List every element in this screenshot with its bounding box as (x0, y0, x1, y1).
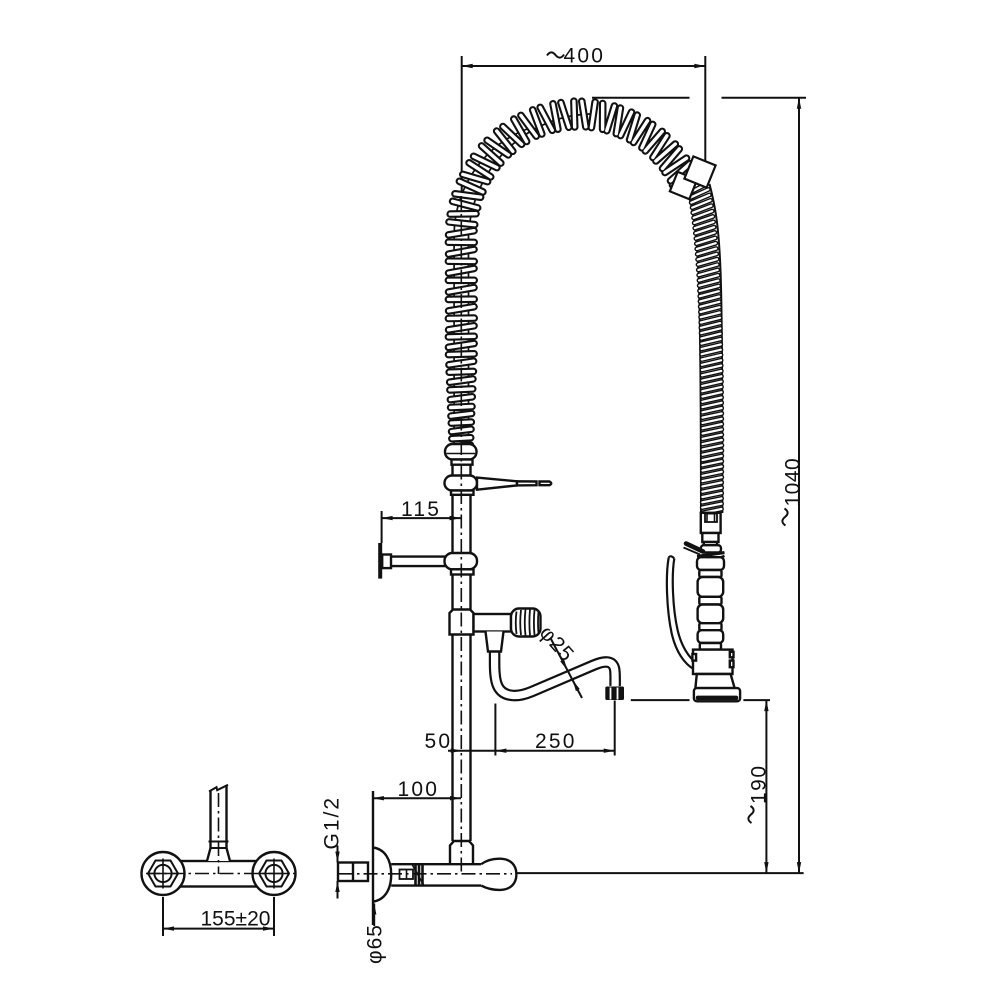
svg-text:115: 115 (401, 498, 441, 521)
svg-text:50: 50 (425, 730, 453, 753)
svg-text:G1/2: G1/2 (321, 796, 344, 850)
svg-text:φ65: φ65 (364, 924, 387, 964)
svg-text:100: 100 (398, 778, 440, 801)
svg-text:250: 250 (535, 730, 577, 753)
svg-text:1040: 1040 (782, 458, 805, 507)
svg-text:190: 190 (748, 764, 771, 804)
svg-text:400: 400 (564, 45, 606, 68)
svg-text:155±20: 155±20 (201, 908, 271, 931)
